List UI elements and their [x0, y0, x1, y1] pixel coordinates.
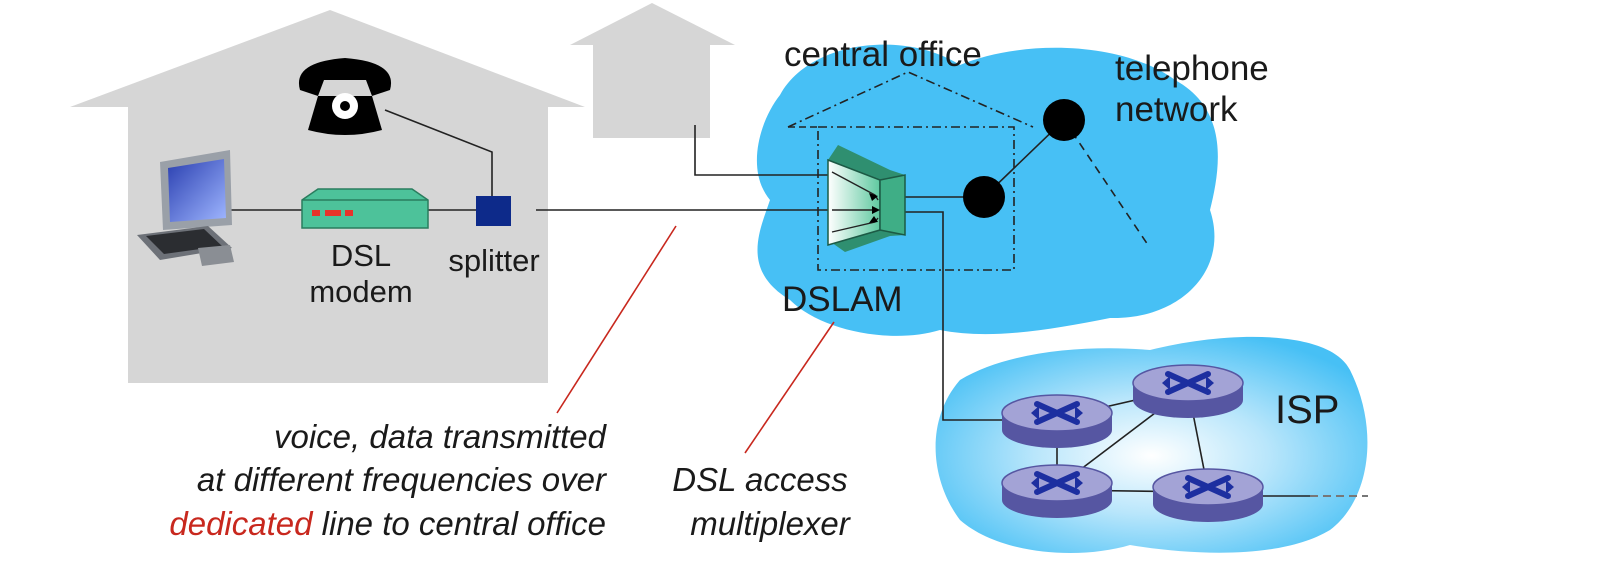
dslam-icon: [827, 145, 906, 252]
line-annotation-pointer: [556, 225, 677, 414]
dsl-label: DSL: [331, 238, 391, 273]
phone-icon: [298, 58, 392, 135]
dsl-modem-icon: [301, 188, 429, 229]
caption-highlight: dedicated: [169, 505, 314, 542]
dslam-caption-line-1: DSL access: [672, 461, 847, 498]
splitter-label: splitter: [448, 243, 539, 278]
telephone-network-node: [1043, 99, 1085, 141]
telephone-label: telephone: [1115, 49, 1269, 88]
telephone-network-link: [1063, 119, 1149, 246]
isp-label: ISP: [1275, 388, 1339, 432]
computer-icon: [137, 150, 234, 266]
caption-line-3: dedicated line to central office: [169, 505, 606, 542]
caption-line-1: voice, data transmitted: [274, 418, 608, 455]
caption-line-2: at different frequencies over: [197, 461, 608, 498]
co-switch-node: [963, 176, 1005, 218]
modem-label: modem: [309, 274, 412, 309]
central-office-label: central office: [784, 35, 982, 74]
dslam-label: DSLAM: [782, 280, 903, 319]
router-icon: [1002, 465, 1112, 518]
neighbor-house: [570, 3, 735, 138]
caption-line-3-rest: line to central office: [313, 505, 607, 542]
network-label: network: [1115, 90, 1238, 129]
router-icon: [1133, 365, 1243, 418]
central-office-outline: [787, 71, 1034, 271]
dslam-annotation-pointer: [744, 321, 835, 454]
splitter-icon: [476, 196, 511, 226]
router-icon: [1153, 469, 1263, 522]
dslam-caption-line-2: multiplexer: [690, 505, 852, 542]
router-icon: [1002, 395, 1112, 448]
